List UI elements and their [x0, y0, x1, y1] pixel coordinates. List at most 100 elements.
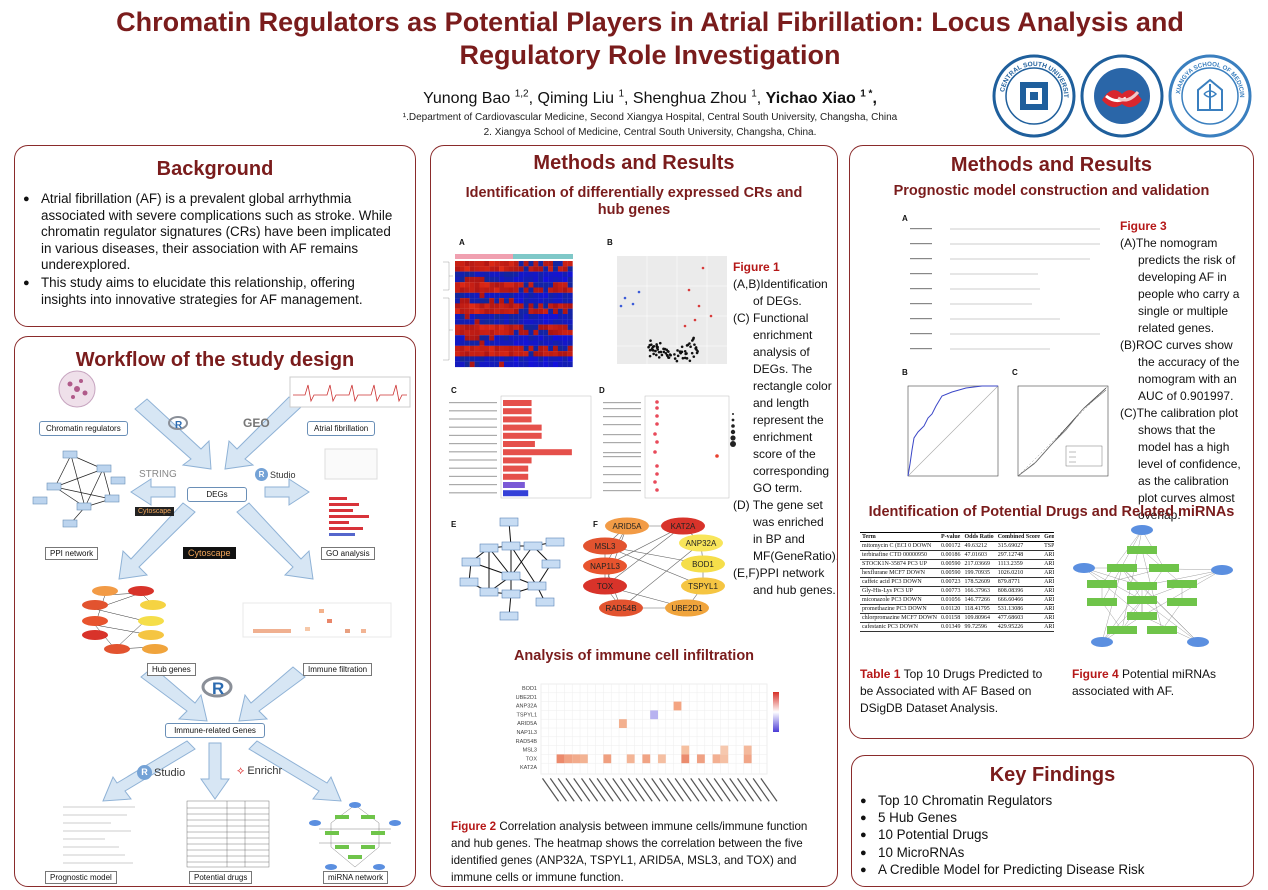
heatmap-cell: [455, 335, 460, 341]
heatmap-cell: [474, 314, 480, 320]
heatmap-cell: [553, 340, 558, 346]
go-bar: [503, 465, 529, 472]
heatmap-cell: [464, 345, 470, 352]
label-immune-filtration: Immune filtration: [303, 663, 373, 676]
heatmap-cell: [528, 356, 534, 362]
heatmap-cell: [543, 319, 549, 325]
heatmap-cell: [562, 303, 568, 309]
heatmap-cell: [538, 340, 544, 346]
heatmap-col-label-stub: [549, 778, 567, 802]
heatmap-cell: [508, 298, 514, 304]
heatmap-cell: [562, 287, 568, 293]
heatmap-cell: [562, 335, 568, 341]
heatmap-cell: [504, 271, 509, 277]
heatmap-cell: [484, 308, 490, 315]
volcano-point-down: [623, 296, 627, 300]
heatmap-row-label: MSL3: [523, 748, 537, 754]
heatmap-cell: [548, 292, 554, 299]
heatmap-cell: [557, 303, 563, 309]
heatmap-cell: [459, 329, 465, 336]
heatmap-cell: [538, 329, 544, 336]
heatmap-cell: [523, 329, 529, 336]
heatmap-cell: [474, 329, 480, 336]
ppi-node: [459, 577, 479, 587]
ppi-node: [523, 541, 543, 551]
rstudio-text-bottom: Studio: [154, 766, 186, 779]
go-bar: [503, 473, 529, 480]
volcano-point: [681, 356, 685, 360]
dot-size-legend: [731, 418, 735, 422]
heatmap-cell: [567, 324, 573, 330]
ppi-edge: [510, 545, 534, 577]
nomogram-label-stub: [910, 288, 932, 290]
volcano-point: [676, 349, 679, 352]
label-potential-drugs: Potential drugs: [189, 871, 253, 884]
heatmap-cell: [479, 319, 485, 325]
heatmap-cell: [499, 298, 505, 304]
heatmap-cell: [469, 292, 475, 299]
fig4-caption-body: Potential miRNAs associated with AF.: [1072, 667, 1217, 698]
heatmap-cell: [538, 314, 544, 320]
heatmap-row-label: TSPYL1: [517, 712, 537, 718]
heatmap-row-label: BOD1: [522, 686, 537, 692]
volcano-point: [655, 345, 659, 348]
heatmap-cell: [459, 303, 465, 309]
dendrogram: [443, 261, 453, 361]
heatmap-cell: [474, 261, 480, 267]
key-findings-title: Key Findings: [989, 764, 1116, 786]
background-bullet-2: This study aims to elucidate this relati…: [15, 275, 399, 308]
heatmap-cell: [499, 345, 505, 352]
heatmap-cell: [626, 754, 635, 764]
fig1-label-d: D: [599, 386, 605, 395]
heatmap-cell: [464, 287, 470, 293]
volcano-point-up: [701, 266, 705, 270]
heatmap-cell: [557, 282, 563, 288]
volcano-point-up: [687, 288, 691, 292]
background-panel: Background Atrial fibrillation (AF) is a…: [14, 145, 416, 327]
heatmap-cell: [508, 282, 514, 288]
heatmap-cell: [533, 276, 539, 283]
heatmap-cell: [562, 276, 568, 283]
heatmap-cell: [533, 266, 539, 272]
hub-node-label: ARID5A: [613, 522, 643, 531]
heatmap-cell: [523, 276, 529, 283]
heatmap-cell: [499, 282, 505, 288]
heatmap-cell: [479, 345, 485, 352]
heatmap-cell: [533, 345, 539, 352]
heatmap-cell: [504, 356, 509, 362]
heatmap-cell: [533, 287, 539, 293]
rstudio-logo-top: R Studio: [255, 468, 296, 481]
heatmap-cell: [538, 292, 544, 299]
heatmap-cell: [479, 340, 485, 346]
heatmap-col-label-stub: [705, 778, 723, 802]
hub-node: [681, 555, 725, 573]
hub-node-label: BOD1: [692, 560, 714, 569]
mirna-node: [1127, 612, 1157, 620]
heatmap-cell: [562, 261, 568, 267]
go-bar-label-stub: [449, 426, 497, 428]
fig1-label-c: C: [451, 386, 457, 395]
heatmap-cell: [489, 324, 495, 330]
heatmap-cell: [548, 324, 554, 330]
heatmap-cell: [459, 276, 465, 283]
hub-node: [583, 577, 627, 595]
heatmap-cell: [459, 356, 465, 362]
heatmap-cell: [553, 329, 558, 336]
go-bar-label-stub: [449, 443, 497, 445]
heatmap-cell: [489, 335, 495, 341]
heatmap-cell: [518, 345, 524, 352]
heatmap-cell: [513, 276, 519, 283]
heatmap-cell: [557, 361, 563, 368]
heatmap-cell: [528, 292, 534, 299]
heatmap-cell: [464, 324, 470, 330]
methods-results-panel-2: Methods and Results Prognostic model con…: [849, 145, 1254, 739]
heatmap-cell: [504, 266, 509, 272]
heatmap-cell: [523, 261, 529, 267]
volcano-point: [655, 353, 658, 357]
dna-icon: ⟡: [237, 765, 245, 777]
heatmap-cell: [464, 271, 470, 277]
heatmap-cell: [499, 356, 505, 362]
heatmap-cell: [548, 271, 554, 277]
heatmap-cell: [513, 266, 519, 272]
fig3-caption-item: (A)The nomogram: [1120, 236, 1218, 250]
